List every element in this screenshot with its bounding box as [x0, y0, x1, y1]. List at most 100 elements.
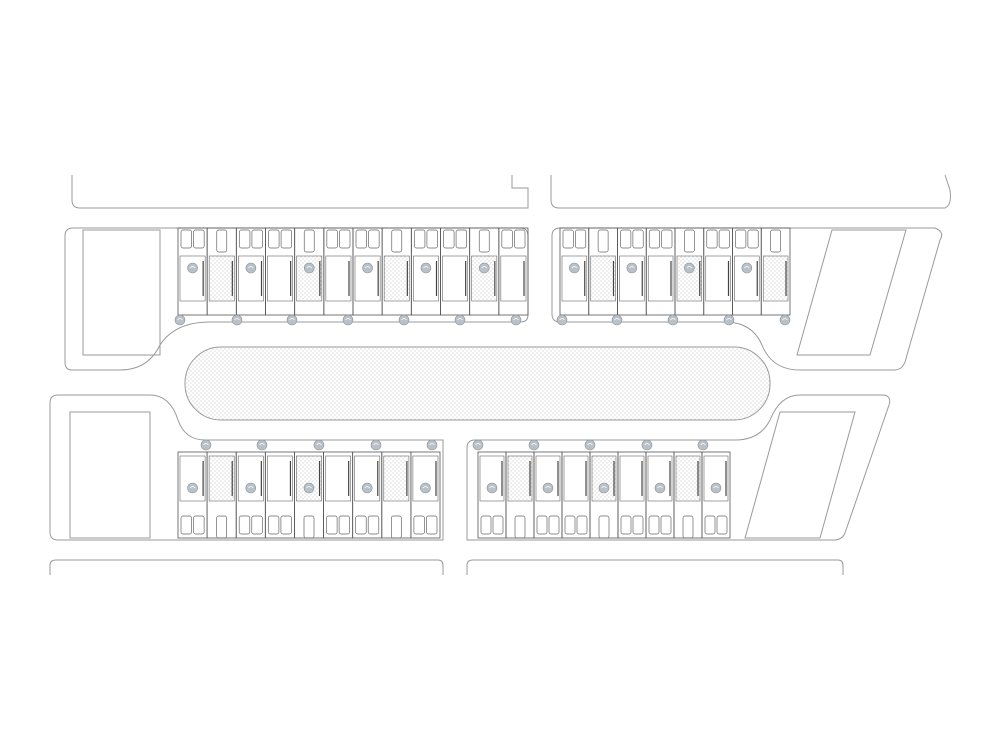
- house-interior: [762, 255, 789, 302]
- tree-icon: [256, 439, 268, 451]
- car-icon: [367, 515, 380, 535]
- tree-icon: [303, 482, 315, 494]
- house-interior: [179, 255, 206, 302]
- house-interior: [354, 255, 381, 302]
- tree-icon: [528, 439, 540, 451]
- tree-canopy: [598, 482, 610, 494]
- car-icon: [492, 515, 504, 535]
- car-icon: [478, 229, 490, 253]
- house-interior: [734, 255, 760, 302]
- car-icon: [280, 515, 292, 535]
- house-interior: [590, 255, 616, 302]
- tree-branch: [481, 266, 488, 269]
- car-icon: [413, 515, 425, 535]
- car-icon: [501, 229, 513, 249]
- car-icon: [390, 515, 402, 539]
- tree-canopy: [723, 314, 735, 326]
- car-icon: [280, 229, 293, 249]
- house-unit: [381, 451, 412, 539]
- tree-branch: [713, 486, 719, 489]
- car-icon: [480, 515, 492, 535]
- car-icon: [706, 229, 718, 249]
- house-unit: [206, 451, 237, 539]
- car-icon: [735, 229, 747, 249]
- tree-branch: [259, 443, 265, 446]
- car-icon: [575, 229, 587, 249]
- tree-branch: [345, 318, 351, 321]
- tree-branch: [644, 443, 650, 446]
- car-icon: [338, 515, 351, 535]
- tree-icon: [569, 262, 580, 274]
- car-icon: [355, 515, 367, 535]
- tree-canopy: [398, 314, 410, 326]
- house-interior: [561, 255, 588, 302]
- house-lot: [760, 227, 791, 316]
- tree-canopy: [667, 314, 679, 326]
- car-icon: [718, 229, 730, 249]
- car-icon: [620, 515, 632, 535]
- tree-canopy: [626, 262, 638, 274]
- car-icon: [661, 229, 673, 249]
- tree-icon: [426, 439, 438, 451]
- tree-branch: [248, 266, 254, 269]
- car-icon: [632, 229, 644, 249]
- tree-branch: [189, 486, 196, 489]
- car-icon: [303, 515, 315, 539]
- house-interior: [383, 455, 410, 502]
- tree-canopy: [256, 439, 268, 451]
- car-icon: [620, 229, 632, 249]
- tree-icon: [454, 314, 466, 326]
- car-icon: [391, 229, 403, 253]
- tree-icon: [303, 262, 315, 274]
- house-interior: [703, 455, 729, 502]
- car-icon: [238, 229, 251, 249]
- tree-icon: [361, 482, 373, 494]
- tree-icon: [556, 314, 568, 326]
- tree-icon: [472, 439, 484, 451]
- tree-canopy: [200, 439, 212, 451]
- house-lot: [410, 451, 441, 539]
- tree-canopy: [486, 482, 498, 494]
- car-icon: [267, 515, 280, 535]
- car-icon: [564, 515, 576, 535]
- tree-icon: [398, 314, 410, 326]
- tree-icon: [626, 262, 638, 274]
- parcel-top-left: [82, 229, 161, 356]
- tree-icon: [710, 482, 722, 494]
- house-unit: [440, 227, 471, 316]
- house-interior: [179, 455, 206, 502]
- house-interior: [208, 455, 235, 502]
- house-unit: [645, 451, 675, 539]
- house-interior: [325, 455, 351, 502]
- tree-branch: [571, 266, 578, 269]
- block-bottom-right-houses: [477, 451, 731, 539]
- car-icon: [251, 229, 263, 249]
- tree-canopy: [286, 314, 298, 326]
- house-interior: [675, 455, 701, 502]
- tree-icon: [486, 482, 498, 494]
- car-icon: [770, 229, 781, 253]
- house-unit: [177, 451, 208, 539]
- house-unit: [674, 227, 705, 316]
- house-unit: [645, 227, 676, 316]
- tree-icon: [420, 262, 432, 274]
- car-icon: [193, 229, 205, 249]
- tree-branch: [177, 318, 183, 321]
- house-unit: [703, 227, 733, 316]
- tree-canopy: [569, 262, 580, 274]
- tree-branch: [629, 266, 635, 269]
- tree-icon: [245, 262, 257, 274]
- tree-branch: [657, 486, 663, 489]
- tree-canopy: [303, 482, 315, 494]
- car-icon: [682, 515, 694, 539]
- block-bottom-right-outline: [466, 394, 891, 541]
- tree-icon: [723, 314, 735, 326]
- house-interior: [238, 255, 264, 302]
- tree-icon: [779, 314, 791, 326]
- car-icon: [355, 229, 367, 249]
- tree-icon: [741, 262, 753, 274]
- road-edge-bottom-right: [466, 559, 844, 575]
- car-icon: [426, 229, 438, 249]
- tree-canopy: [420, 262, 432, 274]
